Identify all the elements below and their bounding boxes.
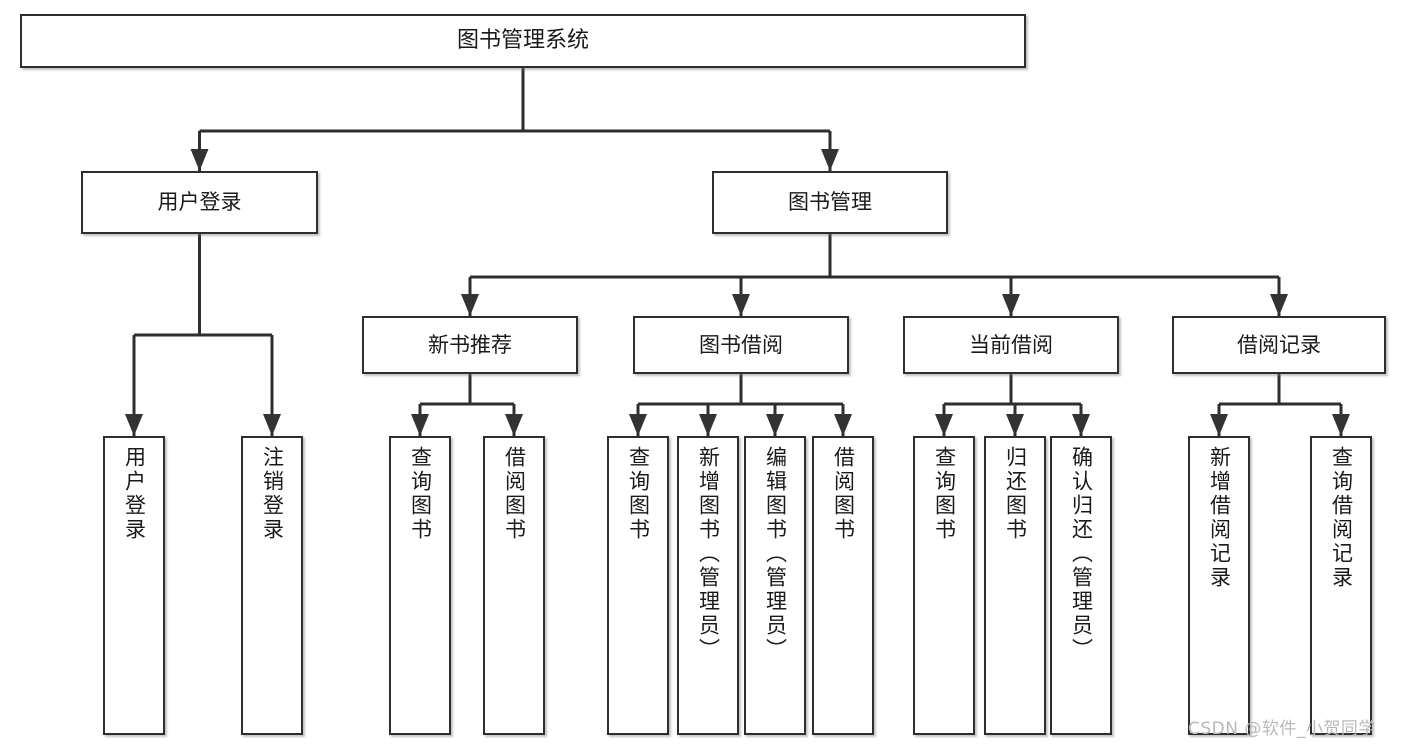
arrowhead bbox=[732, 294, 750, 316]
node-label: 当前借阅 bbox=[969, 332, 1053, 357]
csdn-watermark: CSDN @软件_小贺同学 bbox=[1188, 719, 1376, 739]
node-leaf-add-record[interactable]: 新增借阅记录 bbox=[1188, 436, 1250, 735]
node-label: 用户登录 bbox=[157, 190, 242, 215]
node-leaf-query-book-1[interactable]: 查询图书 bbox=[389, 436, 451, 735]
node-label: 查询图书 bbox=[932, 446, 957, 542]
node-leaf-confirm-return[interactable]: 确认归还（管理员） bbox=[1050, 436, 1112, 735]
node-label: 用户登录 bbox=[122, 446, 147, 542]
node-label: 借阅图书 bbox=[831, 446, 856, 542]
node-label: 注销登录 bbox=[260, 446, 285, 542]
node-user-login[interactable]: 用户登录 bbox=[81, 171, 318, 234]
node-leaf-query-book-3[interactable]: 查询图书 bbox=[913, 436, 975, 735]
node-leaf-borrow-book-1[interactable]: 借阅图书 bbox=[483, 436, 545, 735]
node-label: 图书借阅 bbox=[699, 332, 783, 357]
node-label: 查询图书 bbox=[626, 446, 651, 542]
node-book-manage[interactable]: 图书管理 bbox=[712, 171, 948, 234]
node-label: 查询借阅记录 bbox=[1329, 446, 1354, 590]
arrowhead bbox=[935, 414, 953, 436]
node-label: 新增借阅记录 bbox=[1207, 446, 1232, 590]
node-leaf-edit-book[interactable]: 编辑图书（管理员） bbox=[744, 436, 806, 735]
arrowhead bbox=[461, 294, 479, 316]
node-label: 借阅图书 bbox=[502, 446, 527, 542]
node-label: 图书管理 bbox=[788, 190, 872, 215]
arrowhead bbox=[1332, 414, 1350, 436]
node-label: 归还图书 bbox=[1003, 446, 1028, 542]
node-leaf-query-book-2[interactable]: 查询图书 bbox=[607, 436, 669, 735]
node-label: 确认归还（管理员） bbox=[1069, 446, 1094, 662]
node-leaf-logout[interactable]: 注销登录 bbox=[241, 436, 303, 735]
arrowhead bbox=[190, 149, 209, 171]
node-label: 借阅记录 bbox=[1237, 332, 1321, 357]
node-current-borrow[interactable]: 当前借阅 bbox=[903, 316, 1119, 374]
node-leaf-add-book[interactable]: 新增图书（管理员） bbox=[677, 436, 739, 735]
arrowhead bbox=[1210, 414, 1228, 436]
arrowhead bbox=[1006, 414, 1024, 436]
arrowhead bbox=[1270, 294, 1288, 316]
node-leaf-borrow-book-2[interactable]: 借阅图书 bbox=[812, 436, 874, 735]
node-leaf-return-book[interactable]: 归还图书 bbox=[984, 436, 1046, 735]
arrowhead bbox=[263, 414, 281, 436]
node-new-book-rec[interactable]: 新书推荐 bbox=[362, 316, 578, 374]
arrowhead bbox=[411, 414, 429, 436]
arrowhead bbox=[629, 414, 647, 436]
arrowhead bbox=[766, 414, 784, 436]
arrowhead bbox=[505, 414, 523, 436]
node-borrow-record[interactable]: 借阅记录 bbox=[1172, 316, 1386, 374]
arrowhead bbox=[699, 414, 717, 436]
node-label: 新书推荐 bbox=[428, 332, 512, 357]
node-label: 新增图书（管理员） bbox=[696, 446, 721, 662]
node-root[interactable]: 图书管理系统 bbox=[20, 14, 1026, 68]
node-book-borrow[interactable]: 图书借阅 bbox=[633, 316, 849, 374]
node-label: 查询图书 bbox=[408, 446, 433, 542]
arrowhead bbox=[1002, 294, 1020, 316]
arrowhead bbox=[125, 414, 143, 436]
arrowhead bbox=[1072, 414, 1090, 436]
node-label: 编辑图书（管理员） bbox=[763, 446, 788, 662]
arrowhead bbox=[834, 414, 852, 436]
node-leaf-user-login[interactable]: 用户登录 bbox=[103, 436, 165, 735]
node-leaf-query-record[interactable]: 查询借阅记录 bbox=[1310, 436, 1372, 735]
node-label: 图书管理系统 bbox=[456, 28, 589, 54]
arrowhead bbox=[821, 149, 839, 171]
